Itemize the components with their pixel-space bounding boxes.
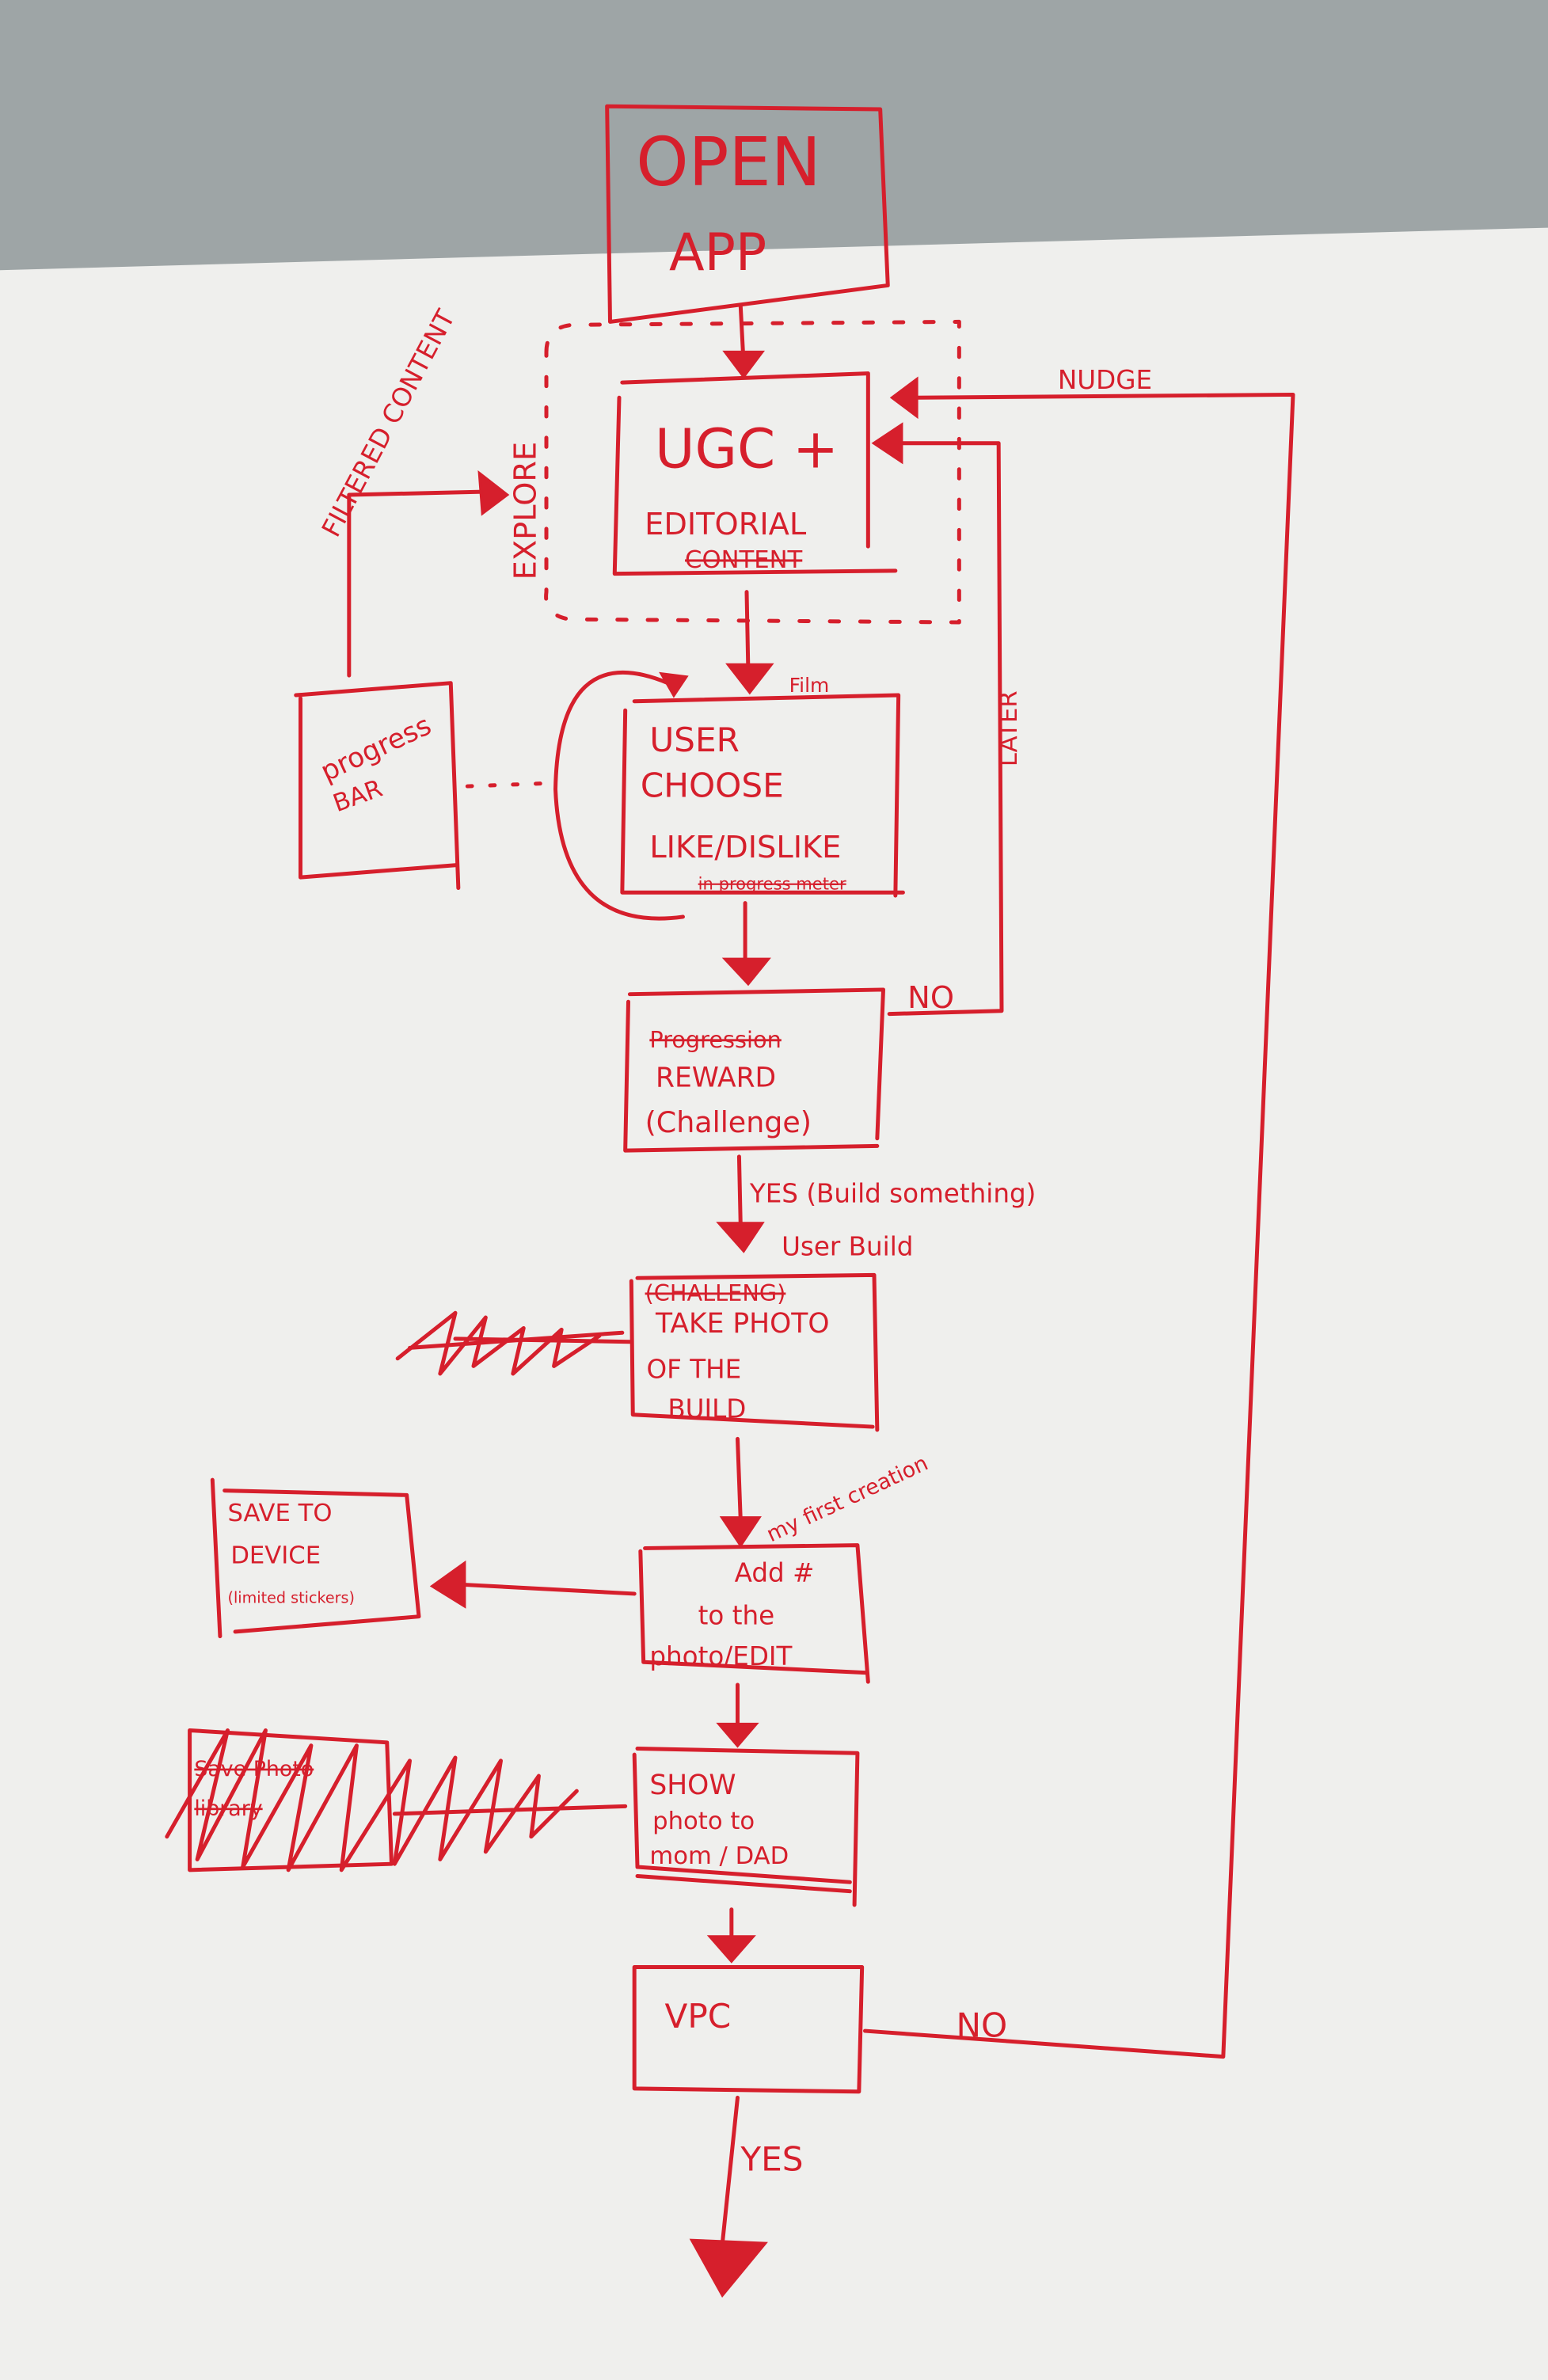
- arrowhead-icon: [722, 350, 765, 379]
- edge-label-yes: YES: [740, 2139, 803, 2178]
- node-add-hashtag: Add # to the photo/EDIT: [638, 1543, 870, 1684]
- node-label-struck: (CHALLENG): [645, 1279, 786, 1306]
- arrowhead-icon: [716, 1722, 759, 1748]
- edge-reward-later: [887, 441, 1004, 1017]
- edge-progress-to-explore: [347, 489, 485, 678]
- node-label: TAKE PHOTO: [655, 1308, 830, 1340]
- node-ugc-editorial-content: UGC + EDITORIAL CONTENT: [612, 371, 898, 576]
- node-label: CHOOSE: [641, 766, 784, 804]
- arrowhead-icon: [716, 1222, 765, 1253]
- edge-photo-to-add: [736, 1436, 743, 1523]
- node-label: LIKE/DISLIKE: [649, 830, 841, 865]
- node-label: SAVE TO: [228, 1500, 333, 1527]
- scribbled-out-branch: [395, 1310, 632, 1376]
- node-label: to the: [698, 1600, 775, 1630]
- node-label: REWARD: [656, 1063, 776, 1094]
- edge-label-yes-build: YES (Build something): [749, 1178, 1036, 1208]
- arrowhead-icon: [659, 671, 689, 698]
- node-label: UGC +: [655, 417, 839, 481]
- node-label: OF THE: [647, 1355, 742, 1385]
- arrowhead-icon: [871, 422, 903, 465]
- node-label: Add #: [735, 1558, 815, 1588]
- node-label-struck: in progress meter: [698, 873, 846, 893]
- node-reward: Progression REWARD (Challenge): [623, 987, 885, 1153]
- edge-label-explore: EXPLORE: [508, 442, 544, 580]
- paper-sheet: [0, 227, 1548, 2380]
- node-label: APP: [669, 223, 766, 283]
- node-take-photo: (CHALLENG) TAKE PHOTO OF THE BUILD: [629, 1272, 880, 1432]
- explore-region: [544, 319, 961, 625]
- node-label: photo to: [652, 1808, 755, 1835]
- node-label: (Challenge): [645, 1105, 812, 1139]
- node-label: BUILD: [668, 1394, 746, 1424]
- node-vpc: VPC: [632, 1965, 865, 2094]
- arrowhead-icon: [719, 1516, 762, 1549]
- node-save-to-device: SAVE TO DEVICE (limited stickers): [210, 1477, 421, 1639]
- node-label: USER: [649, 720, 740, 759]
- node-label: DEVICE: [230, 1542, 321, 1570]
- edge-loop-choose: [553, 670, 685, 921]
- arrowhead-icon: [429, 1560, 466, 1609]
- node-show-parent: SHOW photo to mom / DAD: [632, 1746, 860, 1907]
- edge-label-nudge: NUDGE: [1058, 365, 1152, 395]
- edge-label-later: LATER: [995, 690, 1023, 766]
- node-user-choose: USER CHOOSE LIKE/DISLIKE in progress met…: [620, 693, 905, 898]
- arrowhead-icon: [721, 957, 771, 987]
- edge-add-to-save: [461, 1582, 637, 1596]
- arrowhead-icon: [689, 2238, 768, 2298]
- edge-reward-to-photo: [736, 1154, 743, 1229]
- arrowhead-icon: [889, 376, 919, 420]
- edge-label-user-build: User Build: [782, 1231, 913, 1261]
- arrowhead-icon: [706, 1935, 756, 1964]
- edge-label-film: Film: [789, 674, 830, 697]
- node-label: mom / DAD: [649, 1842, 789, 1870]
- node-label: EDITORIAL: [645, 507, 807, 542]
- node-label: OPEN: [636, 124, 821, 201]
- edge-label-no: NO: [956, 2006, 1007, 2045]
- node-label: photo/EDIT: [649, 1641, 792, 1671]
- node-open-app: OPEN APP: [605, 104, 890, 324]
- edge-vpc-nudge: [863, 392, 1295, 2059]
- node-save-library-scribbled: Save Photo library: [165, 1728, 628, 1872]
- node-label: CONTENT: [685, 546, 802, 574]
- edge-label-no: NO: [907, 980, 954, 1016]
- edge-vpc-yes: [720, 2095, 740, 2245]
- arrowhead-icon: [477, 470, 510, 516]
- edge-content-to-choose: [744, 590, 751, 673]
- node-label-struck: Progression: [649, 1026, 781, 1053]
- node-label: (limited stickers): [228, 1588, 356, 1606]
- node-label: SHOW: [649, 1770, 736, 1801]
- edge-progress-dotted: [465, 781, 552, 789]
- node-label: VPC: [665, 1997, 732, 2036]
- arrowhead-icon: [725, 663, 774, 695]
